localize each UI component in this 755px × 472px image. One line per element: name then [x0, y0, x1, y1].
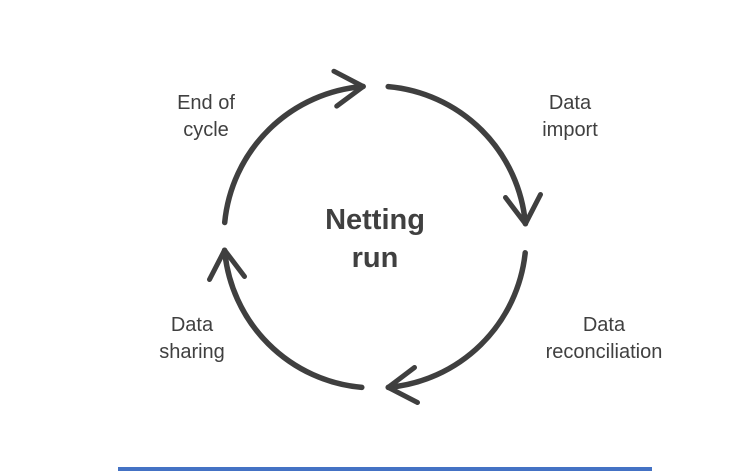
- step-label-data-import: Data import: [542, 90, 598, 144]
- cycle-arc-1: [221, 83, 366, 226]
- cycle-arc-4: [221, 247, 365, 391]
- arrowhead-icon-2: [503, 192, 543, 227]
- step-label-line: reconciliation: [545, 341, 663, 363]
- step-label-line: sharing: [159, 341, 225, 363]
- cycle-arc-2: [385, 83, 529, 227]
- step-label-end-of-cycle: End of cycle: [177, 90, 235, 144]
- step-label-line: import: [542, 119, 598, 141]
- arrowhead-icon-4: [207, 247, 247, 282]
- diagram-title: Netting run: [325, 201, 425, 277]
- cycle-arc-3: [385, 250, 528, 391]
- diagram-title-line: Netting: [325, 204, 425, 236]
- step-label-line: End of: [177, 92, 235, 114]
- step-label-line: Data: [582, 314, 626, 336]
- step-label-data-sharing: Data sharing: [159, 312, 225, 366]
- step-label-line: Data: [548, 92, 592, 114]
- step-label-line: Data: [170, 314, 214, 336]
- step-label-line: cycle: [183, 119, 229, 141]
- arrowhead-icon-3: [385, 365, 420, 405]
- bottom-accent-bar: [118, 467, 652, 471]
- arrowhead-icon-1: [331, 68, 366, 109]
- step-label-data-reconciliation: Data reconciliation: [546, 312, 663, 366]
- diagram-title-line: run: [351, 242, 399, 274]
